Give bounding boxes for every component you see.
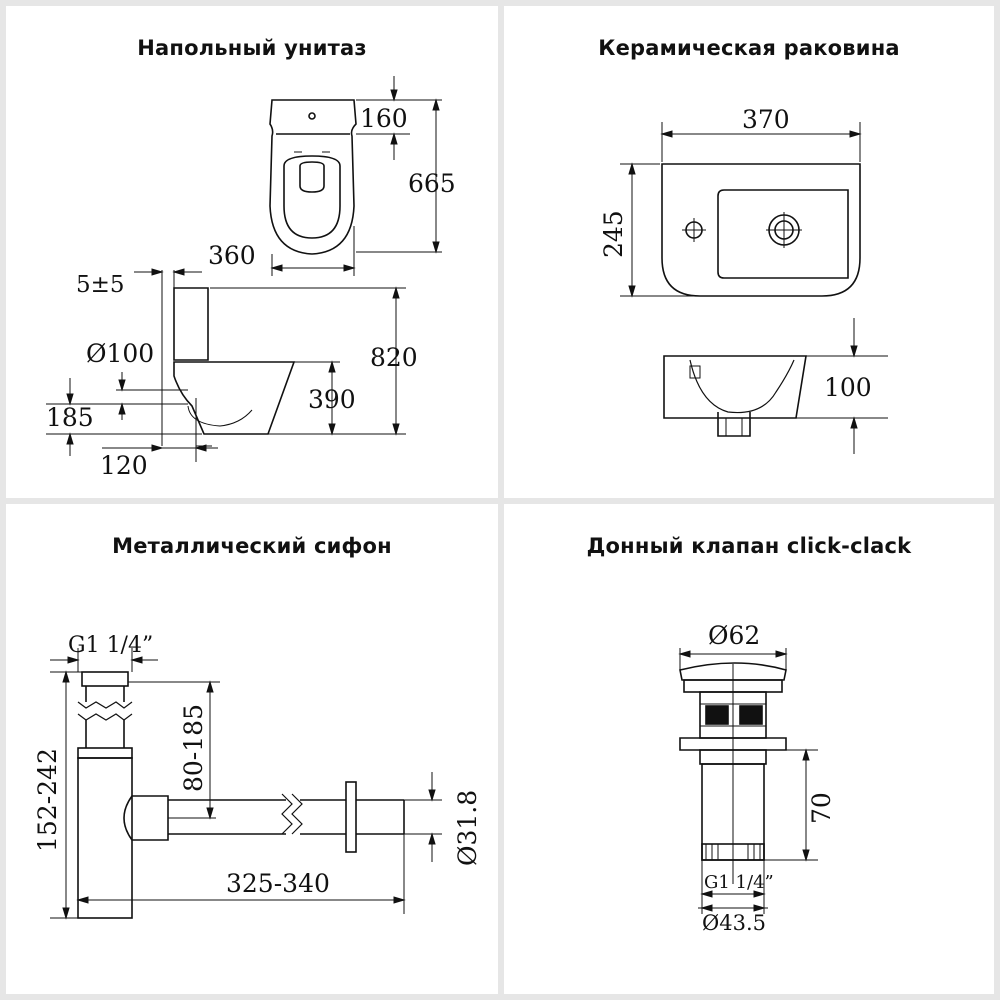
- valve-dimension-lines: [678, 648, 818, 914]
- dim-siphon-pipe-diameter: Ø31.8: [453, 790, 482, 866]
- dim-valve-cap-diameter: Ø62: [708, 621, 760, 650]
- dim-siphon-length-range: 325-340: [226, 869, 330, 898]
- panel-title: Донный клапан click-clack: [586, 534, 912, 558]
- panel-ceramic-basin: Керамическая раковина: [504, 6, 994, 498]
- dim-total-height: 820: [370, 343, 418, 372]
- dim-basin-width: 370: [742, 105, 790, 134]
- siphon-body: [77, 671, 405, 919]
- valve-drawing: Ø62 70 G1 1/4” Ø43.5: [678, 621, 836, 935]
- siphon-drawing: G1 1/4” 80-185 152-242 Ø31.8 325-340: [33, 633, 482, 920]
- toilet-dimension-lines: [46, 76, 442, 462]
- dim-valve-height: 70: [807, 792, 836, 824]
- dim-basin-depth: 245: [599, 210, 628, 258]
- basin-drawing: 370 245 100: [599, 105, 888, 454]
- dim-tank-depth: 160: [360, 104, 408, 133]
- toilet-drawing: 160 665 360 5±5 820 Ø100 390 185 120: [46, 76, 456, 480]
- dim-top-length: 665: [408, 169, 456, 198]
- dim-outlet-diameter: Ø100: [86, 339, 154, 368]
- basin-dimension-lines: [620, 122, 888, 454]
- dim-siphon-total-height: 152-242: [33, 748, 62, 852]
- panel-floor-toilet: Напольный унитаз: [6, 6, 498, 498]
- dim-siphon-thread: G1 1/4”: [68, 633, 153, 658]
- dim-siphon-height-range: 80-185: [179, 704, 208, 792]
- dim-wall-gap: 5±5: [76, 272, 125, 298]
- basin-side-view: [663, 355, 807, 437]
- panel-title: Керамическая раковина: [598, 36, 900, 60]
- dim-valve-body-diameter: Ø43.5: [702, 911, 766, 935]
- valve-body: [679, 662, 787, 884]
- panel-metal-siphon: Металлический сифон: [6, 504, 498, 994]
- panel-title: Напольный унитаз: [137, 36, 367, 60]
- panel-click-clack-valve: Донный клапан click-clack: [504, 504, 994, 994]
- dim-outlet-offset: 120: [100, 451, 148, 480]
- dim-bowl-height: 390: [308, 385, 356, 414]
- dim-basin-height: 100: [824, 373, 872, 402]
- dim-outlet-height: 185: [46, 403, 94, 432]
- dim-width: 360: [208, 241, 256, 270]
- dim-valve-thread: G1 1/4”: [704, 872, 774, 893]
- basin-crosshairs: [682, 212, 802, 248]
- toilet-side-view: [173, 287, 296, 447]
- toilet-top-view: [269, 99, 357, 255]
- panel-title: Металлический сифон: [112, 534, 392, 558]
- siphon-dimension-lines: [50, 648, 442, 920]
